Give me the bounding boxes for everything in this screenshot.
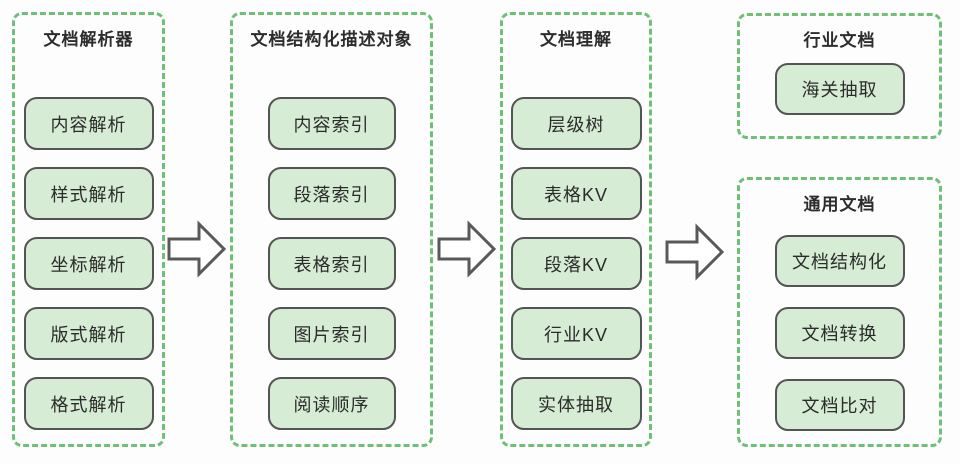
group-title-document-parser: 文档解析器 [43, 30, 134, 49]
group-title-structured-description-object: 文档结构化描述对象 [250, 30, 413, 49]
node-paragraph-index: 段落索引 [267, 167, 396, 220]
node-list-document-parser: 内容解析 样式解析 坐标解析 版式解析 格式解析 [15, 97, 162, 430]
node-image-index: 图片索引 [267, 307, 396, 360]
node-format-parsing: 格式解析 [23, 377, 154, 430]
node-customs-extraction: 海关抽取 [774, 63, 905, 115]
node-list-document-understanding: 层级树 表格KV 段落KV 行业KV 实体抽取 [503, 97, 649, 430]
node-reading-order: 阅读顺序 [267, 377, 396, 430]
node-layout-parsing: 版式解析 [23, 307, 154, 360]
right-arrow-icon [167, 220, 227, 278]
node-paragraph-kv: 段落KV [510, 237, 642, 290]
node-industry-kv: 行业KV [510, 307, 642, 360]
node-list-industry-documents: 海关抽取 [740, 63, 939, 115]
node-list-structured-description-object: 内容索引 段落索引 表格索引 图片索引 阅读顺序 [233, 97, 430, 430]
group-structured-description-object: 文档结构化描述对象 内容索引 段落索引 表格索引 图片索引 阅读顺序 [230, 12, 433, 447]
right-arrow-icon [437, 220, 497, 278]
group-general-documents: 通用文档 文档结构化 文档转换 文档比对 [737, 177, 942, 447]
group-title-document-understanding: 文档理解 [540, 30, 612, 49]
node-document-conversion: 文档转换 [774, 307, 905, 359]
group-document-parser: 文档解析器 内容解析 样式解析 坐标解析 版式解析 格式解析 [12, 12, 165, 447]
node-hierarchy-tree: 层级树 [510, 97, 642, 150]
node-style-parsing: 样式解析 [23, 167, 154, 220]
node-table-index: 表格索引 [267, 237, 396, 290]
node-content-index: 内容索引 [267, 97, 396, 150]
group-title-industry-documents: 行业文档 [803, 31, 876, 50]
node-content-parsing: 内容解析 [23, 97, 154, 150]
group-document-understanding: 文档理解 层级树 表格KV 段落KV 行业KV 实体抽取 [500, 12, 652, 447]
right-arrow-icon [665, 223, 725, 281]
node-document-comparison: 文档比对 [774, 379, 905, 431]
node-table-kv: 表格KV [510, 167, 642, 220]
node-entity-extraction: 实体抽取 [510, 377, 642, 430]
group-title-general-documents: 通用文档 [803, 195, 876, 214]
node-list-general-documents: 文档结构化 文档转换 文档比对 [740, 235, 939, 431]
node-coordinate-parsing: 坐标解析 [23, 237, 154, 290]
node-document-structuring: 文档结构化 [774, 235, 905, 287]
group-industry-documents: 行业文档 海关抽取 [737, 13, 942, 139]
